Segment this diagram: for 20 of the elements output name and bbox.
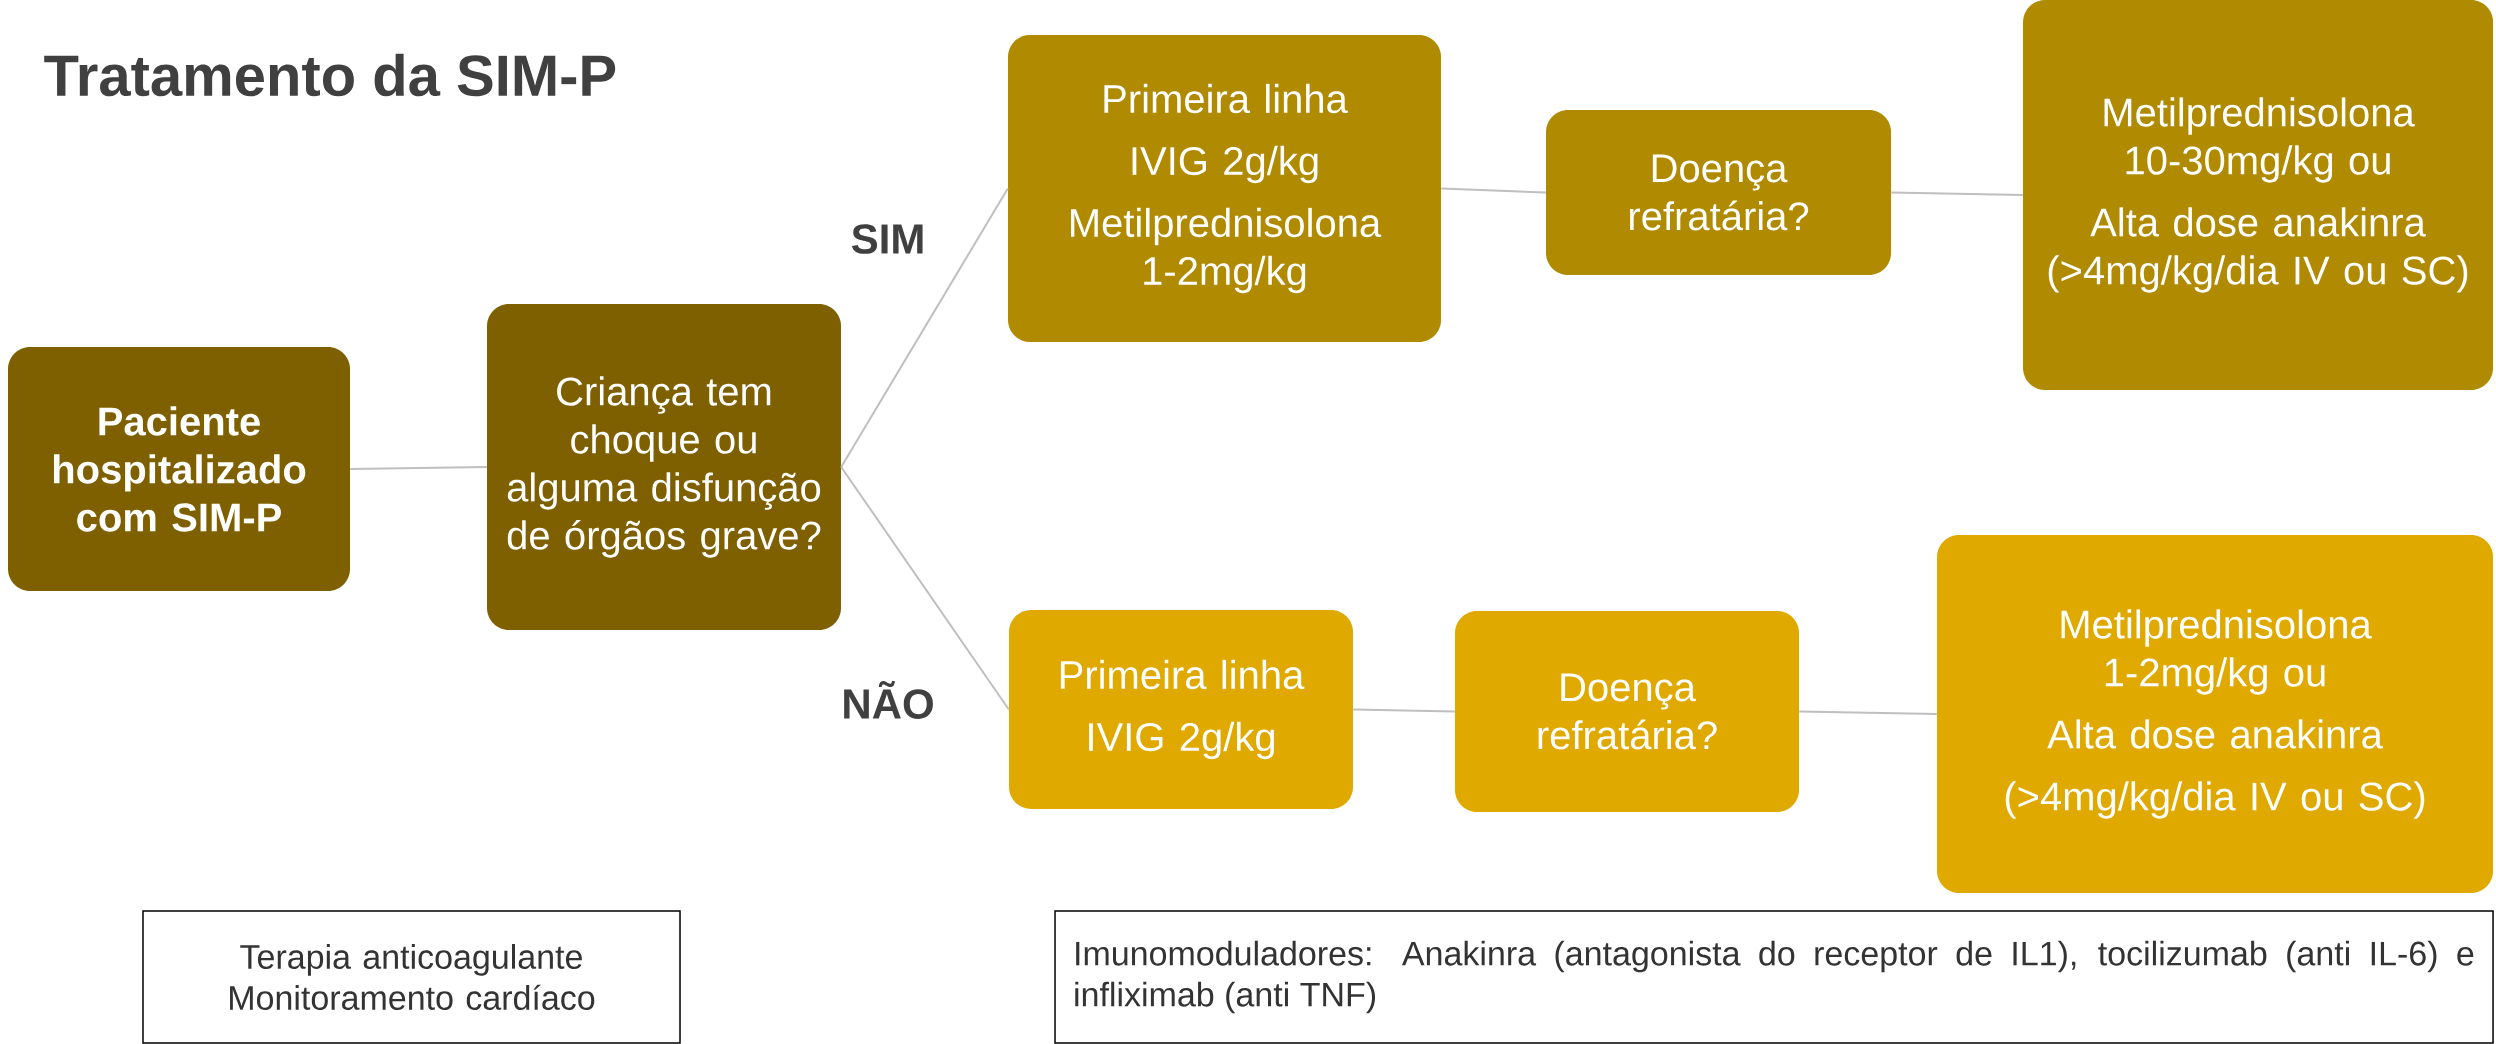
connector-line xyxy=(349,466,488,470)
connector-line xyxy=(1890,191,2024,196)
connector-line xyxy=(1440,187,1547,194)
connector-line xyxy=(1352,708,1456,713)
question-box: Doença refratária? xyxy=(1455,611,1799,812)
note-box: Imunomoduladores: Anakinra (antagonista do receptor de IL1), tocilizumab (anti IL-6) e infliximab (anti TNF) xyxy=(1054,910,2494,1044)
treatment-box: Metilprednisolona 10-30mg/kg ou Alta dose anakinra (>4mg/kg/dia IV ou SC) xyxy=(2023,0,2494,390)
connector-line xyxy=(840,187,1009,468)
connector-line xyxy=(1798,710,1938,715)
treatment-box: Primeira linha IVIG 2g/kg xyxy=(1009,610,1353,809)
treatment-box: Metilprednisolona 1-2mg/kg ou Alta dose anakinra (>4mg/kg/dia IV ou SC) xyxy=(1937,535,2494,893)
start-box: Paciente hospitalizado com SIM-P xyxy=(8,347,350,591)
note-box: Terapia anticoagulante Monitoramento cardíaco xyxy=(142,910,681,1044)
question-box: Doença refratária? xyxy=(1546,110,1892,275)
edge-label: NÃO xyxy=(844,681,933,719)
title: Tratamento da SIM-P xyxy=(44,53,616,97)
connector-line xyxy=(840,466,1010,711)
treatment-box: Primeira linha IVIG 2g/kg Metilprednisolona 1-2mg/kg xyxy=(1008,35,1441,342)
decision-box: Criança tem choque ou alguma disfunção de órgãos grave? xyxy=(487,304,841,630)
edge-label: SIM xyxy=(851,224,923,254)
